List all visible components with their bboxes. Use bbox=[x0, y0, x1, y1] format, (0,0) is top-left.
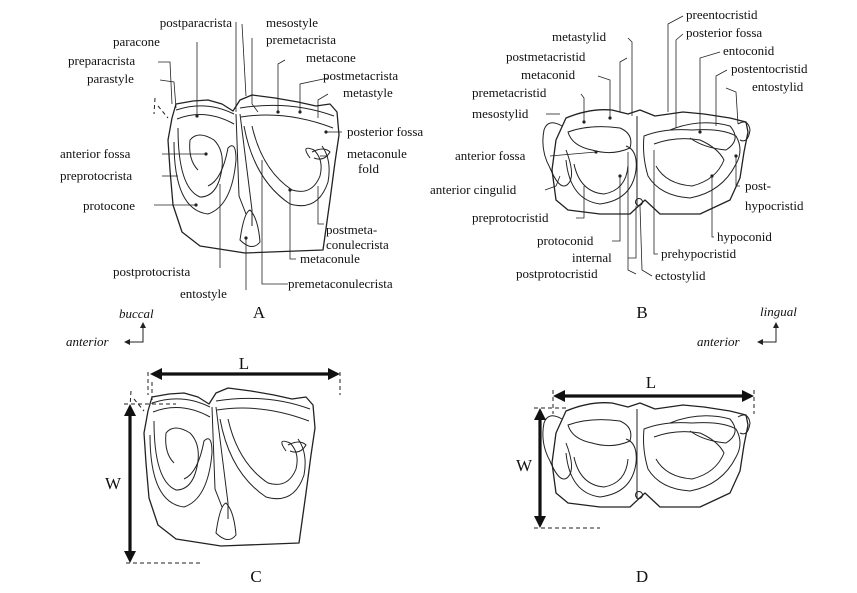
panel-label-d: D bbox=[636, 567, 648, 586]
label-metacone: metacone bbox=[306, 50, 356, 65]
panel-label-c: C bbox=[250, 567, 261, 586]
orientation-right-top-label: lingual bbox=[760, 304, 797, 319]
panel-b-dots bbox=[582, 116, 738, 178]
orientation-left-bottom-label: anterior bbox=[66, 334, 110, 349]
panel-c-measurements: L W bbox=[105, 354, 341, 564]
label-metaconule-fold-line1: metaconule bbox=[347, 146, 407, 161]
panel-label-a: A bbox=[253, 303, 266, 322]
label-entostylid: entostylid bbox=[752, 79, 804, 94]
label-anterior-cingulid: anterior cingulid bbox=[430, 182, 517, 197]
label-metastylid: metastylid bbox=[552, 29, 607, 44]
label-premetacrista: premetacrista bbox=[266, 32, 336, 47]
panel-a-leaders bbox=[154, 22, 342, 290]
panel-d-tooth bbox=[542, 402, 751, 508]
label-protoconid: protoconid bbox=[537, 233, 594, 248]
panel-b-leaders bbox=[544, 15, 740, 277]
label-postmetaconulecrista-line2: conulecrista bbox=[326, 237, 389, 252]
label-posterior-fossa-b: posterior fossa bbox=[686, 25, 762, 40]
label-anterior-fossa-b: anterior fossa bbox=[455, 148, 526, 163]
label-preentocristid: preentocristid bbox=[686, 7, 758, 22]
label-ectostylid: ectostylid bbox=[655, 268, 706, 283]
panel-b-tooth bbox=[542, 109, 751, 215]
label-postprotocristid: postprotocristid bbox=[516, 266, 598, 281]
label-paracone: paracone bbox=[113, 34, 160, 49]
label-entoconid: entoconid bbox=[723, 43, 775, 58]
label-posthypocristid-line1: post- bbox=[745, 178, 771, 193]
label-postmetacristid: postmetacristid bbox=[506, 49, 586, 64]
panel-a-dots bbox=[194, 110, 328, 240]
label-prehypocristid: prehypocristid bbox=[661, 246, 737, 261]
dimension-l-d: L bbox=[646, 373, 656, 392]
label-postprotocrista: postprotocrista bbox=[113, 264, 190, 279]
panel-c-tooth bbox=[129, 387, 316, 547]
label-posterior-fossa-a: posterior fossa bbox=[347, 124, 423, 139]
label-posthypocristid-line2: hypocristid bbox=[745, 198, 804, 213]
label-preprotocrista: preprotocrista bbox=[60, 168, 132, 183]
panel-d-measurements: L W bbox=[516, 373, 755, 529]
label-hypoconid: hypoconid bbox=[717, 229, 772, 244]
label-metastyle: metastyle bbox=[343, 85, 393, 100]
label-postparacrista: postparacrista bbox=[160, 15, 232, 30]
panel-a-tooth bbox=[153, 94, 340, 254]
label-metaconid: metaconid bbox=[521, 67, 576, 82]
dimension-w-c: W bbox=[105, 474, 122, 493]
dimension-w-d: W bbox=[516, 456, 533, 475]
label-preparacrista: preparacrista bbox=[68, 53, 135, 68]
label-premetaconulecrista: premetaconulecrista bbox=[288, 276, 393, 291]
label-entostyle: entostyle bbox=[180, 286, 227, 301]
label-anterior-fossa-a: anterior fossa bbox=[60, 146, 131, 161]
label-postmetaconulecrista-line1: postmeta- bbox=[326, 222, 377, 237]
orientation-left-top-label: buccal bbox=[119, 306, 154, 321]
orientation-indicator-right: lingual anterior bbox=[697, 304, 797, 349]
label-preprotocristid: preprotocristid bbox=[472, 210, 549, 225]
orientation-indicator-left: buccal anterior bbox=[66, 306, 154, 349]
orientation-right-bottom-label: anterior bbox=[697, 334, 741, 349]
label-metaconule-fold-line2: fold bbox=[358, 161, 379, 176]
label-internal: internal bbox=[572, 250, 612, 265]
label-mesostylid: mesostylid bbox=[472, 106, 529, 121]
label-protocone: protocone bbox=[83, 198, 135, 213]
dimension-l-c: L bbox=[239, 354, 249, 373]
panel-b-labels: preentocristid metastylid posterior foss… bbox=[430, 7, 808, 283]
label-metaconule: metaconule bbox=[300, 251, 360, 266]
label-postentocristid: postentocristid bbox=[731, 61, 808, 76]
panel-label-b: B bbox=[636, 303, 647, 322]
label-postmetacrista: postmetacrista bbox=[323, 68, 398, 83]
label-parastyle: parastyle bbox=[87, 71, 134, 86]
panel-a-labels: postparacrista mesostyle paracone premet… bbox=[60, 15, 423, 301]
label-mesostyle: mesostyle bbox=[266, 15, 318, 30]
label-premetacristid: premetacristid bbox=[472, 85, 547, 100]
